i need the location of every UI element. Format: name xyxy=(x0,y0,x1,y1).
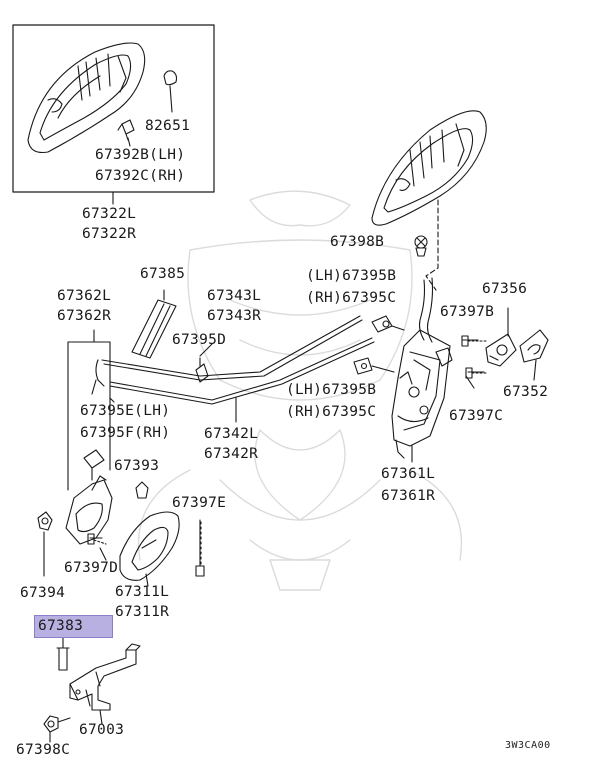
bolt-67398b xyxy=(414,235,428,257)
label-67003[interactable]: 67003 xyxy=(79,722,125,738)
label-67397b[interactable]: 67397B xyxy=(440,304,495,320)
label-67392b[interactable]: 67392B(LH) xyxy=(95,147,186,163)
clip-67395b-mid xyxy=(353,357,373,375)
label-82651[interactable]: 82651 xyxy=(145,118,191,134)
rod-67342 xyxy=(109,337,373,401)
inner-mechanism xyxy=(65,449,113,545)
label-67361r[interactable]: 67361R xyxy=(381,488,436,504)
gasket-82651 xyxy=(163,70,178,86)
label-67397c[interactable]: 67397C xyxy=(449,408,504,424)
handle-detail-box xyxy=(12,24,215,193)
label-67383[interactable]: 67383 xyxy=(38,618,84,634)
label-67343l[interactable]: 67343L xyxy=(207,288,262,304)
label-67352[interactable]: 67352 xyxy=(503,384,549,400)
label-67398b[interactable]: 67398B xyxy=(330,234,385,250)
label-67385[interactable]: 67385 xyxy=(140,266,186,282)
label-67342l[interactable]: 67342L xyxy=(204,426,259,442)
clip-67395d xyxy=(195,357,209,383)
label-67362l[interactable]: 67362L xyxy=(57,288,112,304)
screw-67397e xyxy=(195,519,205,577)
clip-67395c xyxy=(371,315,393,333)
rod-67343 xyxy=(101,315,361,377)
plate-67352 xyxy=(519,329,549,363)
label-67393[interactable]: 67393 xyxy=(114,458,160,474)
label-67343r[interactable]: 67343R xyxy=(207,308,262,324)
rod-67395b-top xyxy=(418,279,426,341)
label-67394[interactable]: 67394 xyxy=(20,585,66,601)
clip-67392 xyxy=(117,119,135,141)
lock-actuator-67361 xyxy=(391,329,453,459)
label-67395c-rh-top[interactable]: (RH)67395C xyxy=(306,290,397,306)
cover-67385 xyxy=(131,299,177,359)
label-67311r[interactable]: 67311R xyxy=(115,604,170,620)
label-67342r[interactable]: 67342R xyxy=(204,446,259,462)
outer-handle-right xyxy=(371,110,487,226)
diagram-code: 3W3CA00 xyxy=(505,740,551,751)
label-67395b-lh-top[interactable]: (LH)67395B xyxy=(306,268,397,284)
nut-67394 xyxy=(37,511,53,531)
label-67356[interactable]: 67356 xyxy=(482,281,528,297)
label-67392c[interactable]: 67392C(RH) xyxy=(95,168,186,184)
clip-67393 xyxy=(135,481,149,499)
screw-67397d xyxy=(87,533,107,545)
label-67398c[interactable]: 67398C xyxy=(16,742,71,758)
screw-67397b xyxy=(461,335,487,347)
label-67311l[interactable]: 67311L xyxy=(115,584,170,600)
label-67395d[interactable]: 67395D xyxy=(172,332,227,348)
label-67395c-rh-mid[interactable]: (RH)67395C xyxy=(286,404,377,420)
label-67395f[interactable]: 67395F(RH) xyxy=(80,425,171,441)
label-67397e[interactable]: 67397E xyxy=(172,495,227,511)
label-67322l[interactable]: 67322L xyxy=(82,206,137,222)
inner-handle-67311 xyxy=(119,511,180,581)
label-67395e[interactable]: 67395E(LH) xyxy=(80,403,171,419)
highlight-box-67383 xyxy=(34,615,113,638)
label-67361l[interactable]: 67361L xyxy=(381,466,436,482)
label-67395b-lh-mid[interactable]: (LH)67395B xyxy=(286,382,377,398)
striker-67356 xyxy=(485,333,517,367)
outer-handle-left xyxy=(27,42,146,154)
label-67322r[interactable]: 67322R xyxy=(82,226,137,242)
pin-67383 xyxy=(56,647,70,671)
screw-67397c xyxy=(465,367,489,379)
door-check-67003 xyxy=(69,643,141,711)
bolt-67398c xyxy=(43,715,71,733)
label-67397d[interactable]: 67397D xyxy=(64,560,119,576)
label-67362r[interactable]: 67362R xyxy=(57,308,112,324)
